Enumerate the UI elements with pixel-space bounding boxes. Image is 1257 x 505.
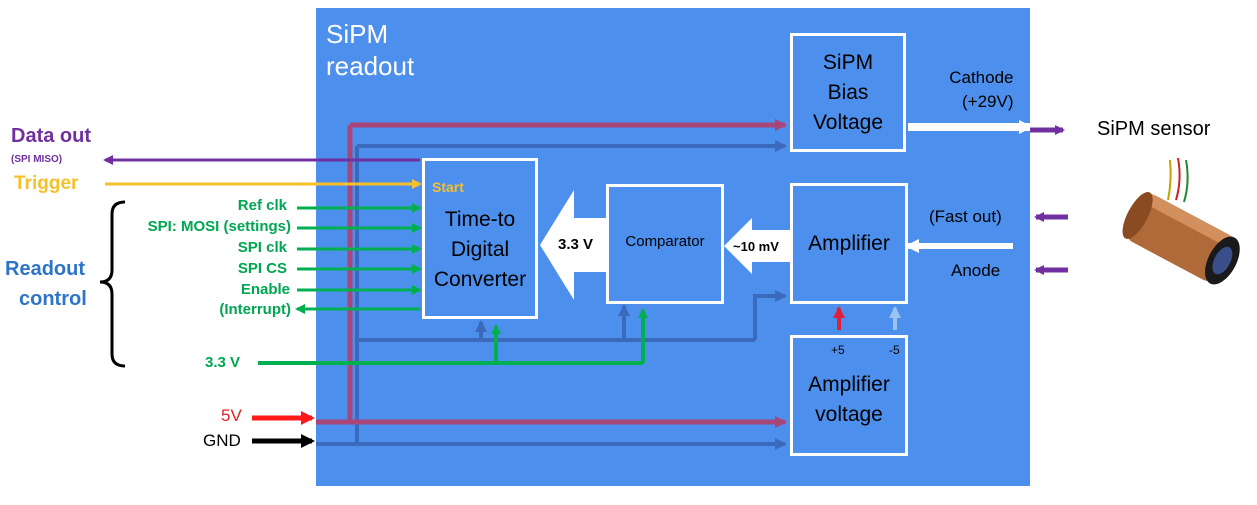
gnd-label: GND [203, 431, 241, 450]
anode-label: Anode [951, 261, 1001, 280]
interrupt-label: (Interrupt) [219, 301, 291, 318]
tdc-line1: Time-to [444, 207, 516, 231]
amp-plus5-label: +5 [831, 343, 845, 357]
sipm-bias-voltage-block: SiPM Bias Voltage [790, 33, 906, 152]
spi-miso-label: (SPI MISO) [11, 154, 63, 165]
tdc-line3: Converter [433, 267, 527, 291]
cathode-label: Cathode (+29V) [942, 66, 1014, 114]
amp-voltage-line1: Amplifier [808, 372, 890, 396]
comparator-label: Comparator [625, 233, 705, 250]
spi-cs-label: SPI CS [237, 260, 287, 277]
cathode-line2: (+29V) [962, 92, 1014, 111]
comparator-block: Comparator [606, 184, 724, 304]
amp-comp-signal-label: ~10 mV [733, 239, 779, 254]
tdc-line2: Digital [450, 237, 510, 261]
bias-line2: Bias [827, 80, 869, 104]
cathode-line1: Cathode [949, 68, 1014, 87]
ref-clk-label: Ref clk [237, 197, 287, 214]
module-title-line1: SiPM [326, 19, 389, 49]
tdc-comp-voltage-label: 3.3 V [558, 236, 594, 253]
fast-out-label: (Fast out) [929, 207, 1002, 226]
module-title: SiPM readout [326, 18, 414, 82]
spi-mosi-label: SPI: MOSI (settings) [147, 218, 291, 235]
enable-label: Enable [240, 281, 290, 298]
bias-line3: Voltage [812, 110, 884, 134]
amp-voltage-line2: voltage [815, 402, 883, 426]
amp-minus5-label: -5 [889, 343, 900, 357]
readout-control-line1: Readout [5, 258, 85, 280]
sipm-sensor-label: SiPM sensor [1097, 118, 1211, 140]
tdc-block: Start Time-to Digital Converter [422, 158, 538, 319]
tdc-start-label: Start [432, 179, 464, 195]
spi-clk-label: SPI clk [237, 239, 287, 256]
supply-3v3-label: 3.3 V [205, 354, 241, 371]
sipm-sensor-image [1122, 157, 1240, 285]
bias-line1: SiPM [822, 50, 874, 74]
data-out-label: Data out [11, 125, 91, 147]
amplifier-block: Amplifier [790, 183, 908, 304]
amplifier-voltage-block: +5 -5 Amplifier voltage [790, 335, 908, 456]
readout-control-label: Readout control [5, 254, 87, 314]
module-title-line2: readout [326, 51, 415, 81]
readout-control-line2: control [19, 288, 87, 310]
amplifier-label: Amplifier [808, 231, 890, 255]
trigger-label: Trigger [14, 173, 79, 194]
supply-5v-label: 5V [221, 406, 242, 425]
